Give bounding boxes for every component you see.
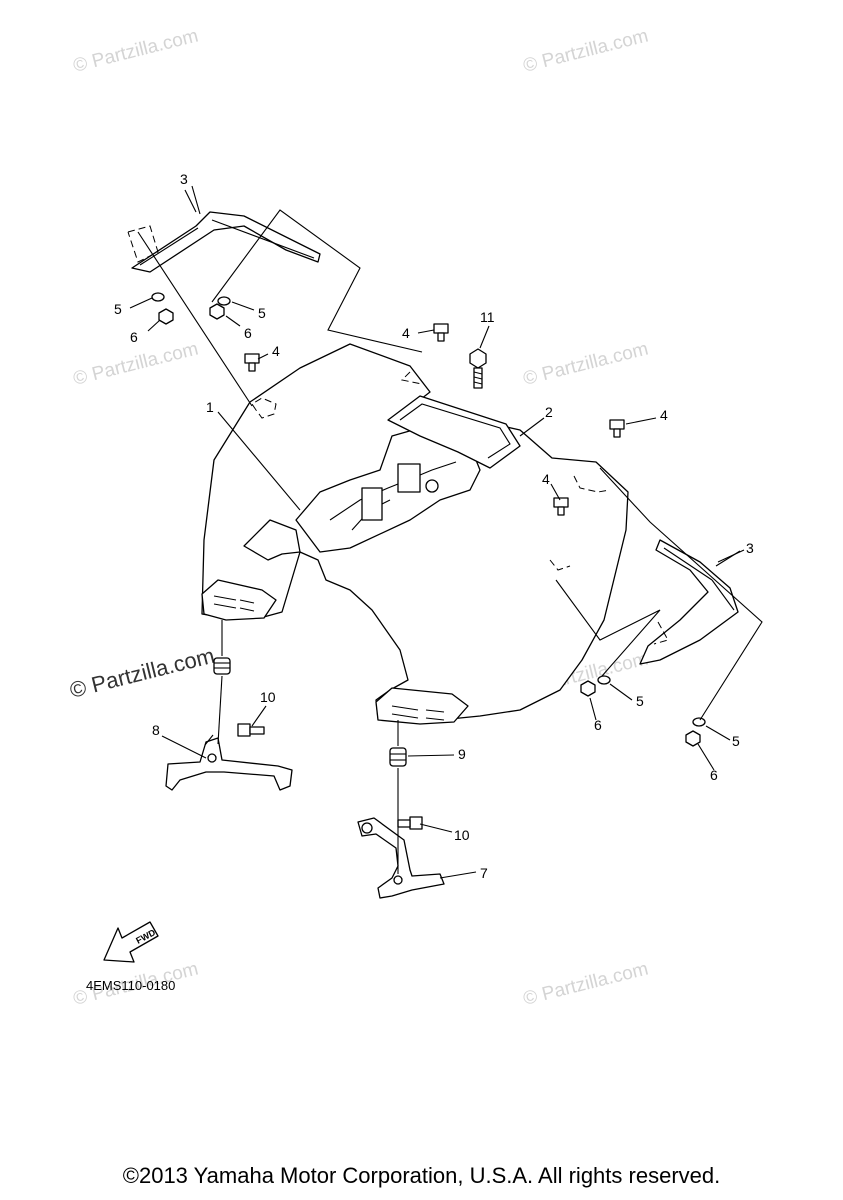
callout-5: 5 — [732, 733, 740, 749]
copyright-notice: ©2013 Yamaha Motor Corporation, U.S.A. A… — [122, 1163, 721, 1188]
callout-4: 4 — [542, 471, 550, 487]
callout-11: 11 — [480, 309, 495, 325]
callout-4: 4 — [402, 325, 410, 341]
fasteners — [151, 292, 706, 830]
watermark-text: © Partzilla.com — [71, 26, 200, 77]
bolt-11 — [469, 348, 487, 389]
washer-5 — [217, 296, 231, 306]
callout-5: 5 — [636, 693, 644, 709]
callout-4: 4 — [272, 343, 280, 359]
part-7-bracket — [357, 817, 445, 899]
fwd-arrow-icon: FWD — [103, 921, 159, 963]
bolt-10 — [237, 723, 265, 737]
washer-5 — [597, 675, 611, 685]
callout-3: 3 — [746, 540, 754, 556]
washer-5 — [151, 292, 165, 302]
part-8-bracket — [165, 734, 293, 791]
callout-2: 2 — [545, 404, 553, 420]
callout-6: 6 — [710, 767, 718, 783]
callout-6: 6 — [244, 325, 252, 341]
callout-10: 10 — [454, 827, 470, 843]
nut-6 — [209, 303, 225, 320]
callouts: 3 5 6 5 6 4 4 11 1 2 4 4 3 5 6 5 6 10 8 … — [114, 171, 754, 881]
washer-5 — [692, 717, 706, 727]
part-3-left-flap — [131, 189, 321, 273]
screw-4 — [244, 353, 260, 372]
collar-9 — [213, 657, 231, 675]
watermark-text: © Partzilla.com — [521, 339, 650, 390]
leader-lines — [127, 185, 763, 879]
nut-6 — [580, 680, 596, 697]
watermark-text: © Partzilla.com — [521, 26, 650, 77]
callout-6: 6 — [130, 329, 138, 345]
nut-6 — [685, 730, 701, 747]
callout-4: 4 — [660, 407, 668, 423]
callout-6: 6 — [594, 717, 602, 733]
callout-7: 7 — [480, 865, 488, 881]
bolt-10 — [397, 816, 423, 830]
watermark-text: © Partzilla.com — [71, 339, 200, 390]
screw-4 — [433, 323, 449, 342]
callout-1: 1 — [206, 399, 214, 415]
callout-10: 10 — [260, 689, 276, 705]
screw-4 — [609, 419, 625, 438]
callout-8: 8 — [152, 722, 160, 738]
callout-5: 5 — [258, 305, 266, 321]
callout-3: 3 — [180, 171, 188, 187]
nut-6 — [158, 308, 174, 325]
callout-9: 9 — [458, 746, 466, 762]
watermark-text-bold: © Partzilla.com — [67, 643, 217, 703]
diagram-code: 4EMS110-0180 — [86, 978, 175, 993]
callout-5: 5 — [114, 301, 122, 317]
part-1-rear-fender — [201, 343, 629, 725]
watermark-text: © Partzilla.com — [521, 959, 650, 1010]
collar-9 — [389, 747, 407, 767]
screw-4 — [553, 497, 569, 516]
